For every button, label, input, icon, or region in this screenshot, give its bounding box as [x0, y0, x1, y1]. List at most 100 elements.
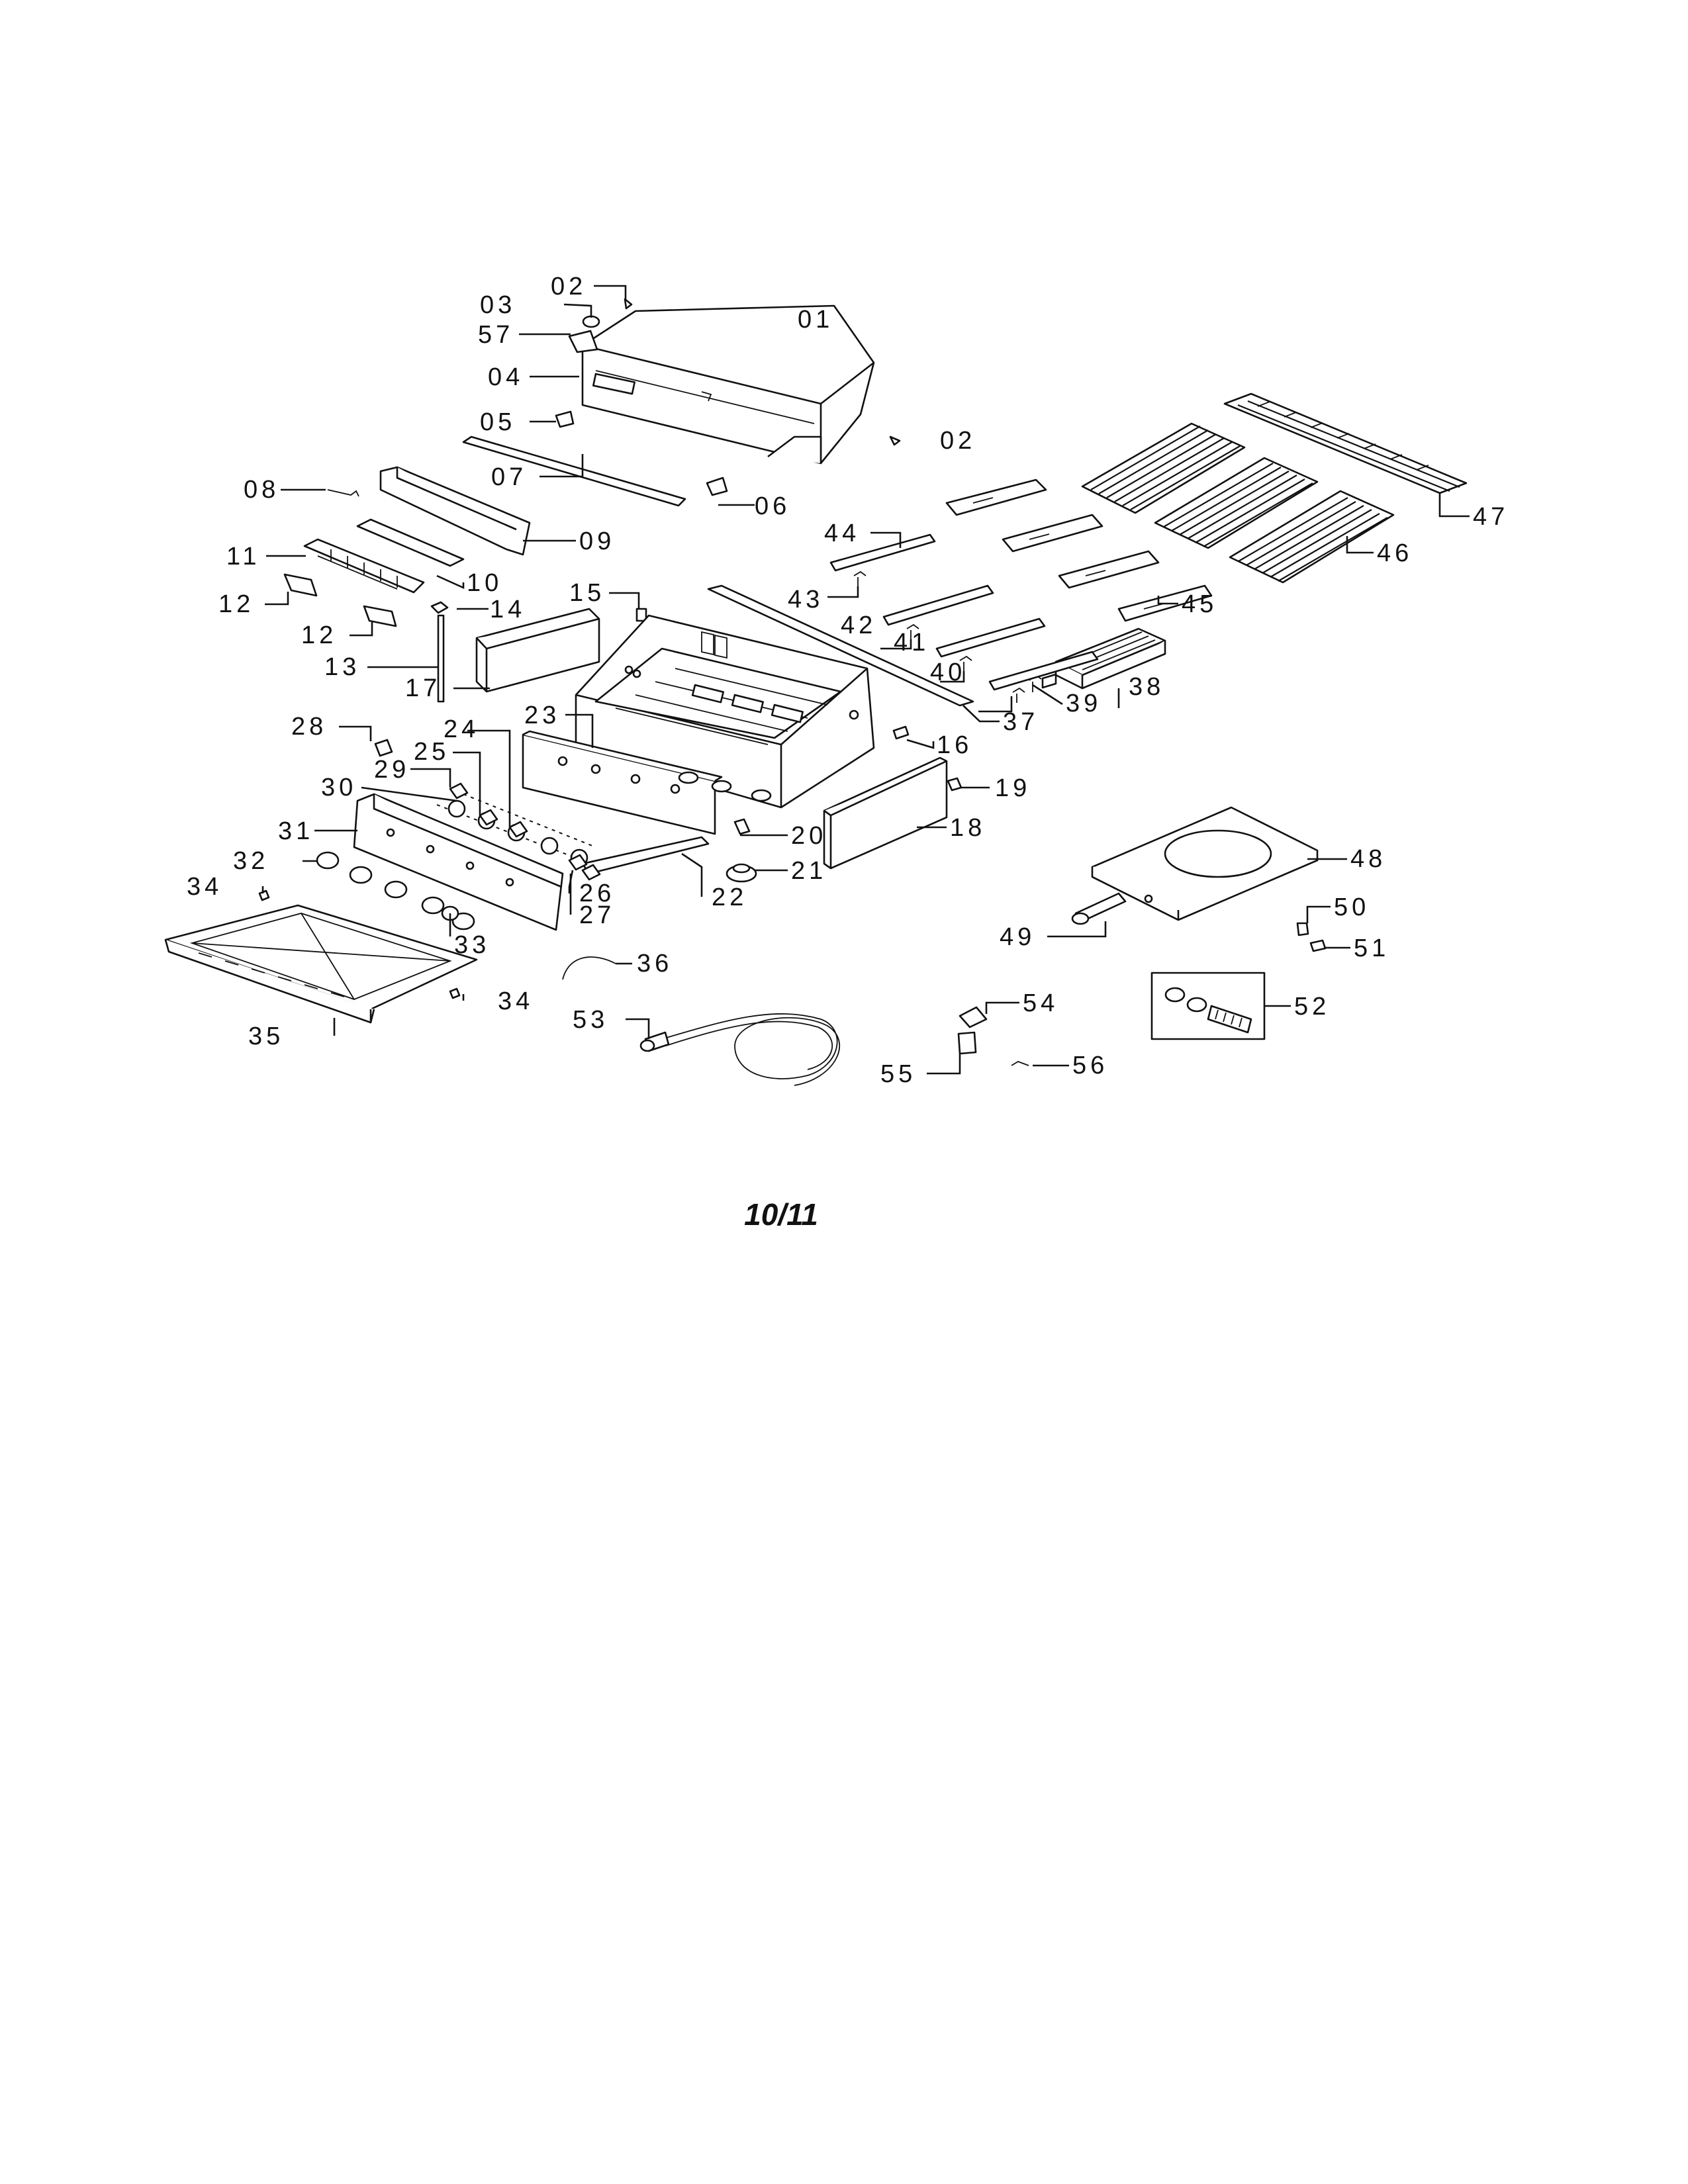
part-28-block: [374, 739, 393, 757]
part-17-side-panel: [475, 608, 600, 693]
part-21-knob: [726, 863, 757, 883]
callout-07: 07: [491, 463, 527, 491]
part-12-bracket-b: [363, 605, 397, 627]
part-57-bezel: [568, 330, 598, 353]
part-47-warming-rack: [1223, 392, 1468, 494]
part-31-control-panel: [353, 793, 564, 931]
callout-44: 44: [824, 520, 860, 547]
part-14-nut: [430, 601, 449, 614]
part-22-manifold: [581, 836, 710, 875]
callout-35: 35: [248, 1023, 284, 1050]
part-27-valve: [581, 864, 601, 881]
part-35-drip-tray: [164, 904, 478, 1024]
callout-37: 37: [1003, 708, 1039, 736]
callout-39: 39: [1066, 690, 1102, 717]
callout-45: 45: [1182, 590, 1217, 618]
part-45-heat-plates: [945, 478, 1213, 622]
callout-25: 25: [414, 738, 449, 766]
part-20-orifice: [733, 818, 751, 835]
callout-33: 33: [454, 931, 490, 959]
part-24-valve: [508, 821, 528, 838]
callout-26: 26: [579, 880, 615, 907]
callout-04: 04: [488, 363, 524, 391]
callout-22: 22: [712, 884, 747, 911]
leader-lines: [261, 285, 1470, 1075]
callout-52: 52: [1294, 993, 1330, 1021]
callout-02-right: 02: [940, 427, 976, 455]
part-34-screw-a: [258, 889, 270, 901]
page-number: 10/11: [744, 1197, 818, 1232]
callout-40: 40: [930, 659, 966, 686]
part-50-fitting: [1296, 922, 1309, 936]
part-42-electrode: [906, 623, 919, 639]
part-37-rail: [707, 584, 974, 707]
part-10-deflector: [356, 518, 465, 567]
callout-02-top: 02: [551, 273, 586, 300]
part-18-side-panel: [823, 756, 948, 870]
callout-51: 51: [1354, 934, 1389, 962]
part-40-electrode: [1012, 687, 1025, 703]
callout-12-a: 12: [218, 590, 254, 618]
callout-28: 28: [291, 713, 327, 741]
callout-05: 05: [480, 408, 516, 436]
part-34-screw-b: [449, 987, 461, 999]
callout-10: 10: [467, 569, 502, 597]
part-09-panel: [379, 466, 531, 556]
callout-09: 09: [579, 527, 615, 555]
callout-55: 55: [880, 1060, 916, 1088]
part-08-screw: [327, 489, 359, 497]
callout-50: 50: [1334, 893, 1370, 921]
part-55-bracket: [957, 1031, 977, 1055]
callout-27: 27: [579, 901, 615, 929]
part-03-thermometer: [582, 315, 600, 328]
callout-18: 18: [950, 814, 986, 842]
callout-15: 15: [569, 579, 605, 607]
part-56-pin: [1011, 1061, 1029, 1066]
callout-labels: 01 02 03 57 04 02 05 07 06 08 09 10 11 1…: [187, 273, 1509, 1088]
callout-57: 57: [478, 321, 514, 349]
callout-32: 32: [233, 847, 269, 875]
part-53-hose: [639, 1013, 840, 1086]
part-07-handle-rod: [462, 435, 686, 507]
part-32-knobs: [316, 851, 475, 931]
callout-29: 29: [374, 756, 410, 784]
callout-46: 46: [1377, 539, 1413, 567]
callout-48: 48: [1350, 845, 1386, 873]
part-16-clip: [892, 725, 910, 740]
part-43-electrode: [853, 570, 867, 586]
callout-53: 53: [573, 1006, 608, 1034]
callout-47: 47: [1473, 503, 1509, 531]
part-51-fitting: [1309, 939, 1327, 952]
part-46-cooking-grates: [1081, 422, 1395, 584]
part-54-bracket: [959, 1006, 988, 1028]
callout-01: 01: [798, 306, 833, 334]
callout-49: 49: [1000, 923, 1035, 951]
callout-17: 17: [405, 674, 441, 702]
part-52-kit: [1150, 972, 1266, 1040]
callout-24: 24: [444, 715, 479, 743]
callout-12-b: 12: [301, 621, 337, 649]
callout-38: 38: [1129, 673, 1164, 701]
callout-16: 16: [937, 731, 972, 759]
callout-21: 21: [791, 857, 827, 885]
callout-06: 06: [755, 492, 790, 520]
callout-14: 14: [490, 596, 526, 623]
callout-19: 19: [995, 774, 1031, 802]
part-burner-tubes: [829, 533, 1099, 691]
part-01-hood: [581, 304, 875, 465]
part-02-screw: [624, 298, 901, 446]
part-12-bracket-a: [283, 573, 318, 597]
callout-42: 42: [841, 612, 876, 639]
part-11-control-panel: [303, 538, 425, 594]
callout-56: 56: [1072, 1052, 1108, 1079]
part-36-wire: [562, 956, 616, 980]
part-29-valve: [449, 782, 469, 799]
part-front-valve-panel: [522, 730, 772, 835]
callout-36: 36: [637, 950, 673, 978]
part-19-clip: [947, 777, 962, 792]
part-49-regulator: [1071, 892, 1127, 925]
callout-13: 13: [324, 653, 360, 681]
part-41-electrode: [959, 655, 972, 671]
part-05-bracket: [555, 410, 575, 428]
